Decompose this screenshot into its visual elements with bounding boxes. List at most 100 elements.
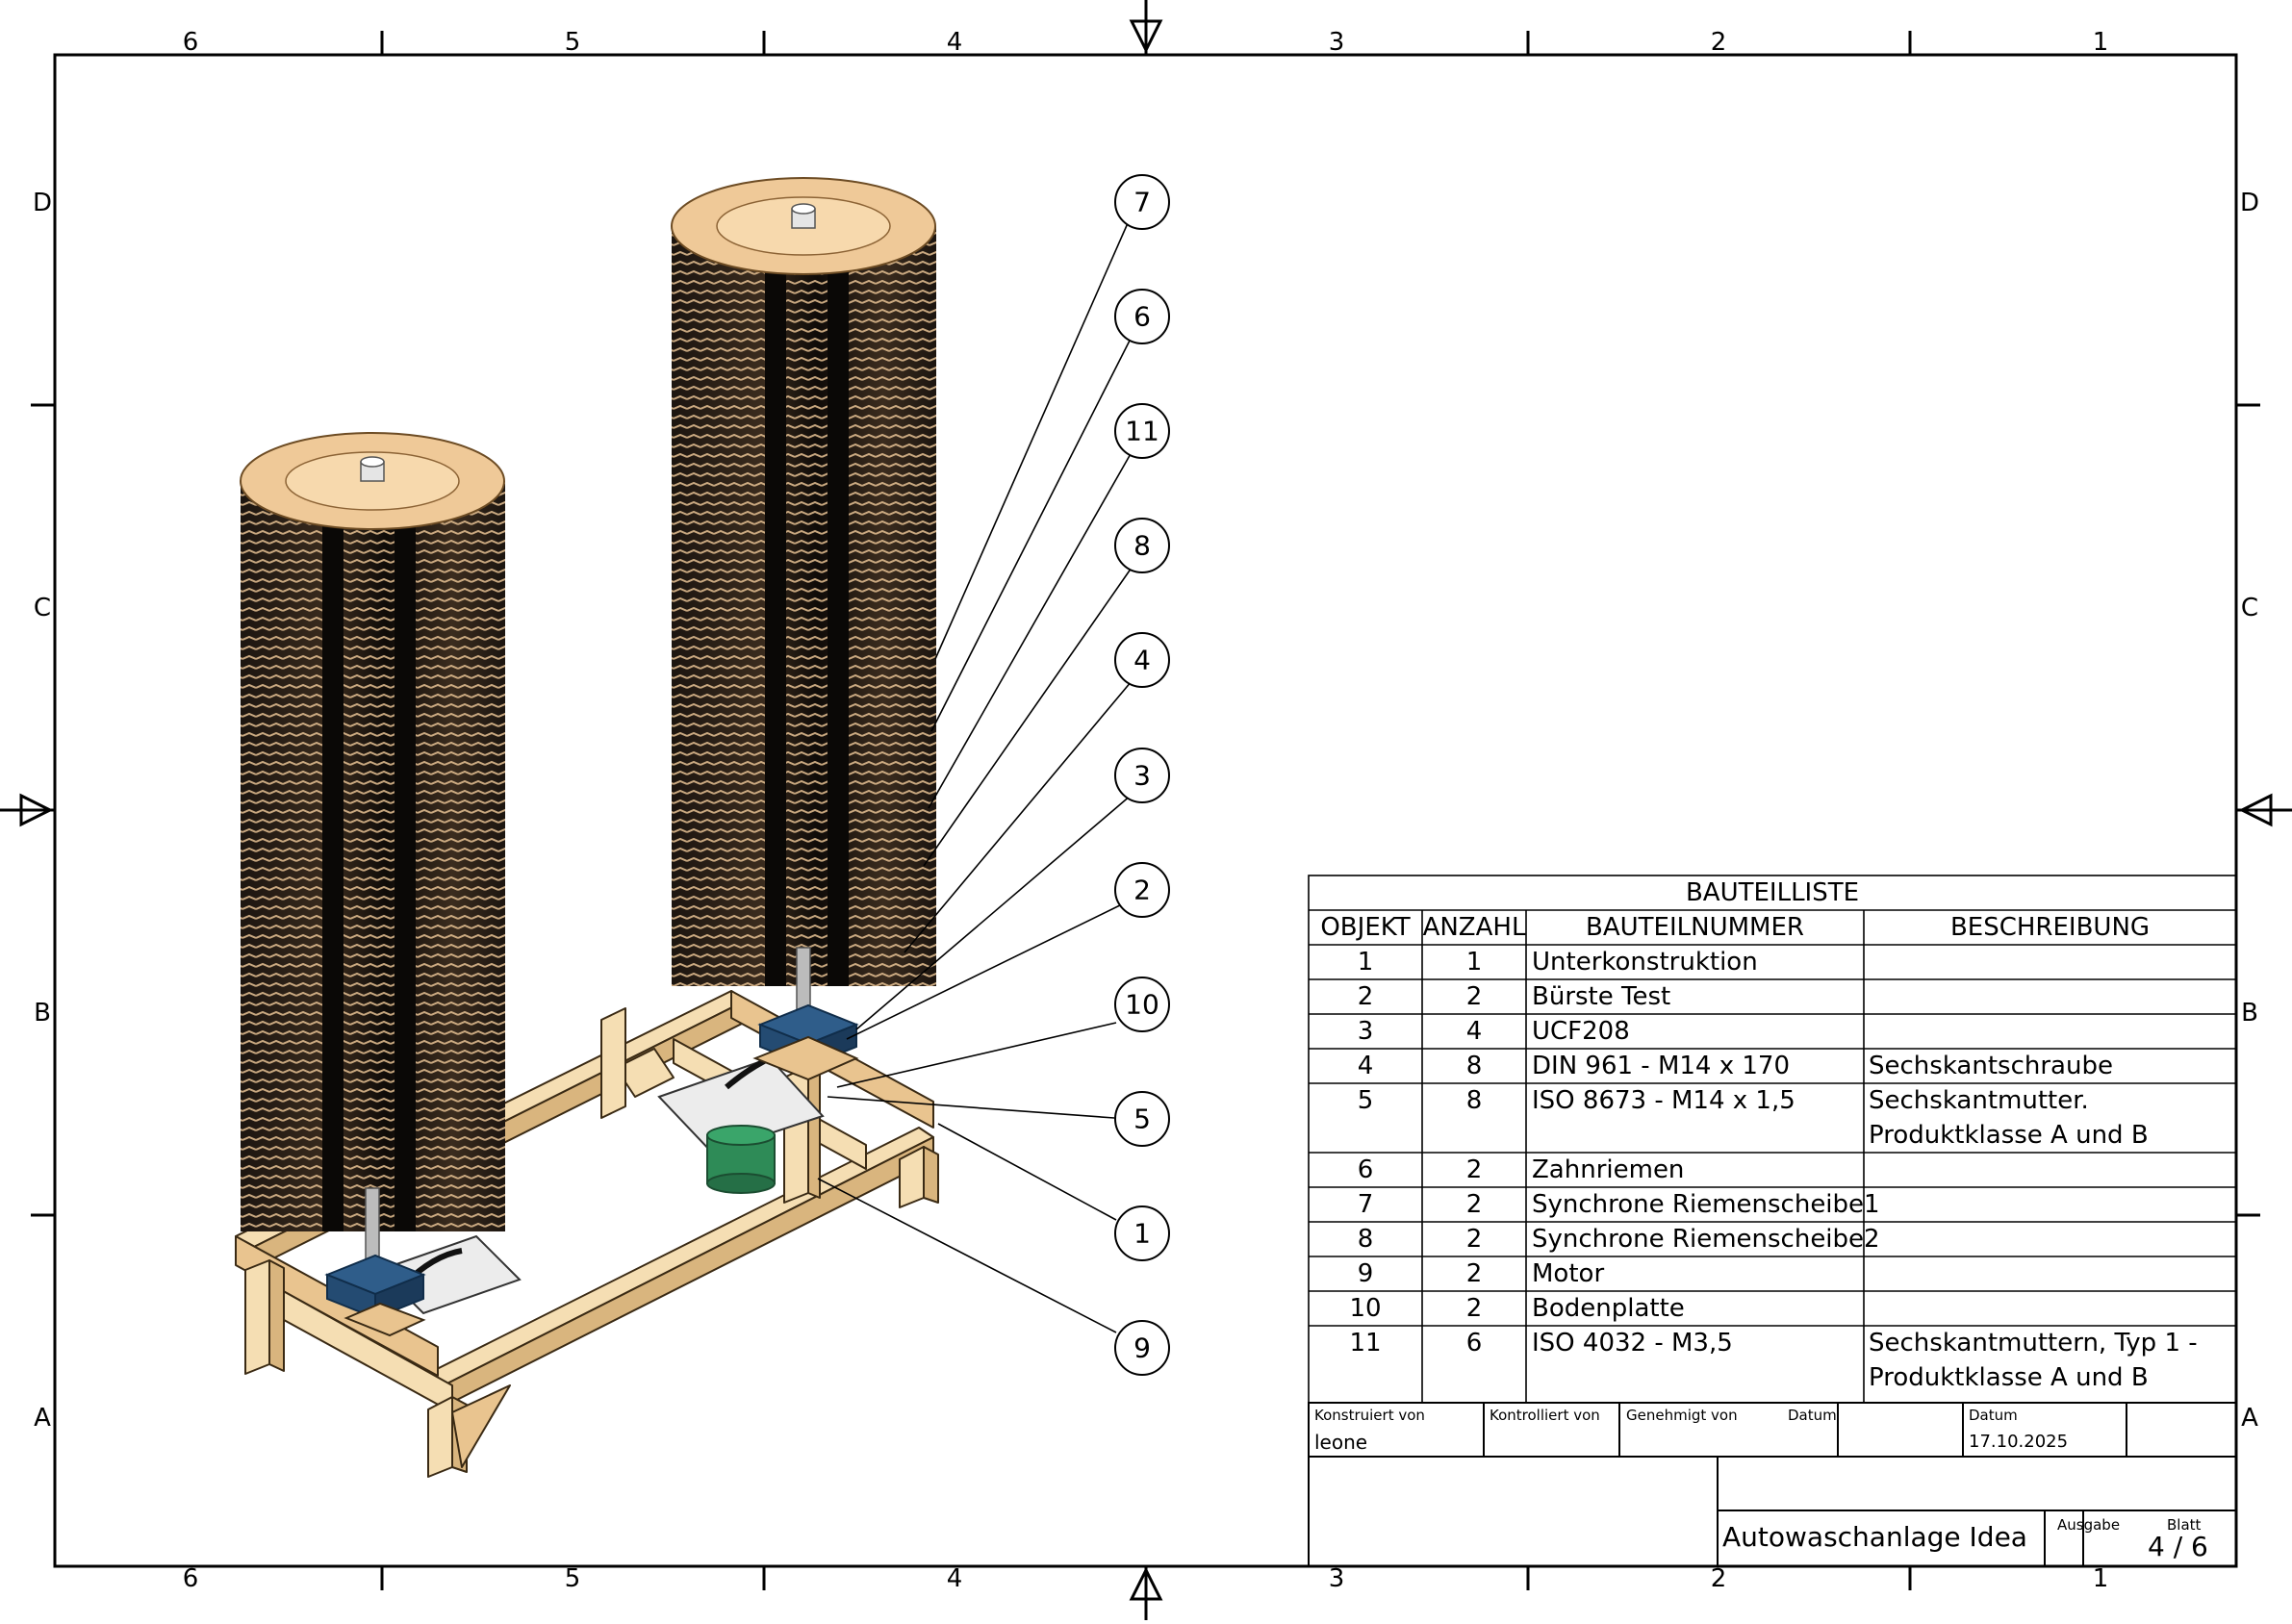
col-label-top-2: 2 xyxy=(1710,28,1727,57)
row-objekt: 3 xyxy=(1357,1017,1374,1046)
genehmigt-label: Genehmigt von xyxy=(1626,1407,1738,1424)
row-bauteilnummer: Zahnriemen xyxy=(1532,1155,1685,1184)
balloon-label: 9 xyxy=(1133,1332,1151,1364)
row-objekt: 5 xyxy=(1357,1086,1374,1115)
row-objekt: 10 xyxy=(1349,1294,1382,1323)
balloon-label: 4 xyxy=(1133,644,1151,676)
bearing-right xyxy=(752,1003,859,1081)
balloon-10 xyxy=(1114,977,1170,1032)
konstruiert-label: Konstruiert von xyxy=(1314,1407,1425,1424)
row-label-left-C: C xyxy=(33,594,52,622)
row-anzahl: 2 xyxy=(1465,1190,1483,1219)
col-label-bottom-2: 2 xyxy=(1710,1564,1727,1593)
balloon-6 xyxy=(1114,289,1170,344)
row-beschreibung: Sechskantschraube xyxy=(1869,1052,2113,1080)
blatt-label: Blatt xyxy=(2167,1516,2202,1534)
row-anzahl: 2 xyxy=(1465,1259,1483,1288)
row-label-right-C: C xyxy=(2240,594,2259,622)
col-label-bottom-4: 4 xyxy=(946,1564,963,1593)
row-bauteilnummer: DIN 961 - M14 x 170 xyxy=(1532,1052,1790,1080)
ausgabe-label: Ausgabe xyxy=(2057,1516,2121,1534)
balloon-label: 3 xyxy=(1133,759,1151,792)
row-objekt: 6 xyxy=(1357,1155,1374,1184)
row-bauteilnummer: Unterkonstruktion xyxy=(1532,948,1758,977)
row-beschreibung-line2: Produktklasse A und B xyxy=(1869,1121,2149,1150)
balloon-label: 5 xyxy=(1133,1103,1151,1135)
row-label-left-D: D xyxy=(32,189,53,217)
row-objekt: 9 xyxy=(1357,1259,1374,1288)
row-beschreibung-line2: Produktklasse A und B xyxy=(1869,1363,2149,1392)
row-objekt: 8 xyxy=(1357,1225,1374,1254)
parts-list-title: BAUTEILLISTE xyxy=(1685,878,1860,907)
balloon-11 xyxy=(1114,403,1170,459)
row-label-right-A: A xyxy=(2241,1404,2258,1433)
leader-lines xyxy=(817,222,1133,1333)
frame-ticks xyxy=(31,31,2260,1590)
balloon-4 xyxy=(1114,632,1170,688)
row-anzahl: 4 xyxy=(1465,1017,1483,1046)
row-bauteilnummer: ISO 8673 - M14 x 1,5 xyxy=(1532,1086,1795,1115)
col-label-top-5: 5 xyxy=(564,28,581,57)
col-label-bottom-6: 6 xyxy=(182,1564,199,1593)
row-label-left-B: B xyxy=(34,999,51,1028)
title-block: Konstruiert von leone Kontrolliert von G… xyxy=(1309,1403,2236,1566)
drawing-title: Autowaschanlage Idea xyxy=(1722,1521,2027,1553)
col-label-bottom-3: 3 xyxy=(1328,1564,1345,1593)
row-objekt: 11 xyxy=(1349,1329,1382,1358)
row-anzahl: 2 xyxy=(1465,1225,1483,1254)
col-label-bottom-5: 5 xyxy=(564,1564,581,1593)
row-bauteilnummer: Motor xyxy=(1532,1259,1605,1288)
row-bauteilnummer: ISO 4032 - M3,5 xyxy=(1532,1329,1733,1358)
kontrolliert-label: Kontrolliert von xyxy=(1490,1407,1600,1424)
header-beschreibung: BESCHREIBUNG xyxy=(1949,913,2151,942)
row-anzahl: 8 xyxy=(1465,1086,1483,1115)
balloon-label: 11 xyxy=(1125,415,1159,447)
row-bauteilnummer: Bürste Test xyxy=(1532,982,1671,1011)
balloon-3 xyxy=(1114,748,1170,803)
brush-right xyxy=(671,177,936,1026)
balloon-label: 1 xyxy=(1133,1217,1151,1250)
balloon-1 xyxy=(1114,1205,1170,1261)
row-anzahl: 6 xyxy=(1465,1329,1483,1358)
row-bauteilnummer: Synchrone Riemenscheibe1 xyxy=(1532,1190,1880,1219)
row-label-left-A: A xyxy=(34,1404,51,1433)
balloon-label: 2 xyxy=(1133,874,1151,906)
titleblock-grid xyxy=(1308,1402,2237,1567)
row-bauteilnummer: Bodenplatte xyxy=(1532,1294,1685,1323)
bearing-left xyxy=(324,1254,426,1337)
row-beschreibung: Sechskantmutter. xyxy=(1869,1086,2089,1115)
balloon-9 xyxy=(1114,1320,1170,1376)
base-plate-right xyxy=(657,1056,825,1155)
row-objekt: 2 xyxy=(1357,982,1374,1011)
datum-label-1: Datum xyxy=(1788,1407,1837,1424)
row-anzahl: 1 xyxy=(1465,948,1483,977)
row-bauteilnummer: UCF208 xyxy=(1532,1017,1630,1046)
brush-left xyxy=(240,432,505,1276)
balloon-8 xyxy=(1114,518,1170,573)
row-anzahl: 2 xyxy=(1465,1155,1483,1184)
row-objekt: 4 xyxy=(1357,1052,1374,1080)
row-anzahl: 2 xyxy=(1465,1294,1483,1323)
header-objekt: OBJEKT xyxy=(1320,913,1411,942)
balloon-7 xyxy=(1114,174,1170,230)
datum-label-2: Datum xyxy=(1969,1407,2018,1424)
sheet-number: 4 / 6 xyxy=(2148,1531,2208,1562)
bom-table-grid xyxy=(1308,875,2237,1404)
motor xyxy=(706,1125,776,1194)
row-label-right-D: D xyxy=(2239,189,2260,217)
parts-list: BAUTEILLISTE OBJEKT ANZAHL BAUTEILNUMMER… xyxy=(1309,875,2236,1403)
col-label-bottom-1: 1 xyxy=(2092,1564,2109,1593)
balloon-5 xyxy=(1114,1091,1170,1147)
row-objekt: 1 xyxy=(1357,948,1374,977)
row-label-right-B: B xyxy=(2241,999,2258,1028)
row-anzahl: 2 xyxy=(1465,982,1483,1011)
col-label-top-1: 1 xyxy=(2092,28,2109,57)
row-objekt: 7 xyxy=(1357,1190,1374,1219)
datum-value: 17.10.2025 xyxy=(1969,1432,2069,1452)
col-label-top-6: 6 xyxy=(182,28,199,57)
row-bauteilnummer: Synchrone Riemenscheibe2 xyxy=(1532,1225,1880,1254)
col-label-top-4: 4 xyxy=(946,28,963,57)
